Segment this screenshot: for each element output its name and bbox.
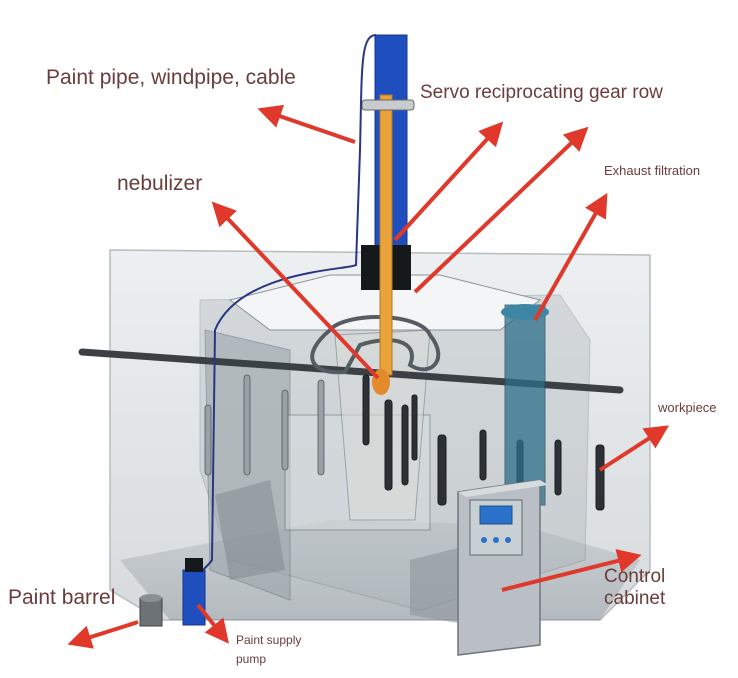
light-workpieces bbox=[204, 374, 325, 476]
label-nebulizer: nebulizer bbox=[117, 172, 203, 195]
arrow-workpiece bbox=[598, 425, 670, 472]
label-control-line1: Control bbox=[604, 566, 666, 587]
arrow-barrel bbox=[67, 620, 139, 649]
label-control-line2: cabinet bbox=[604, 588, 666, 609]
paint-pipe-cable bbox=[194, 34, 377, 581]
label-paint-pipe: Paint pipe, windpipe, cable bbox=[46, 66, 296, 89]
label-control-cabinet: Control cabinet bbox=[604, 566, 665, 610]
label-exhaust: Exhaust filtration bbox=[604, 163, 701, 178]
exhaust-column bbox=[504, 304, 546, 506]
conveyor-loop bbox=[310, 315, 441, 375]
arrow-pump bbox=[196, 603, 229, 644]
gear-rod bbox=[379, 94, 393, 376]
label-paint-supply-pump: Paint supply pump bbox=[236, 631, 301, 669]
paint-barrel bbox=[139, 594, 163, 627]
label-paint-barrel: Paint barrel bbox=[8, 586, 116, 609]
arrow-paint-pipe bbox=[257, 104, 356, 144]
right-inner-panel bbox=[410, 545, 470, 625]
label-workpiece: workpiece bbox=[658, 400, 717, 415]
arrow-control bbox=[501, 549, 642, 592]
label-pump-line1: Paint supply bbox=[236, 633, 302, 647]
left-front-panel bbox=[215, 480, 285, 580]
paint-supply-pump bbox=[182, 558, 206, 626]
arrow-nebulizer bbox=[211, 201, 380, 380]
hanging-workpieces bbox=[362, 374, 605, 511]
arrow-servo-2 bbox=[413, 126, 589, 294]
label-pump-line2: pump bbox=[236, 652, 267, 666]
arrow-exhaust bbox=[533, 192, 608, 321]
label-servo: Servo reciprocating gear row bbox=[420, 82, 663, 103]
arrow-servo bbox=[393, 121, 504, 242]
annotation-arrows bbox=[67, 104, 670, 649]
control-cabinet bbox=[457, 479, 548, 656]
